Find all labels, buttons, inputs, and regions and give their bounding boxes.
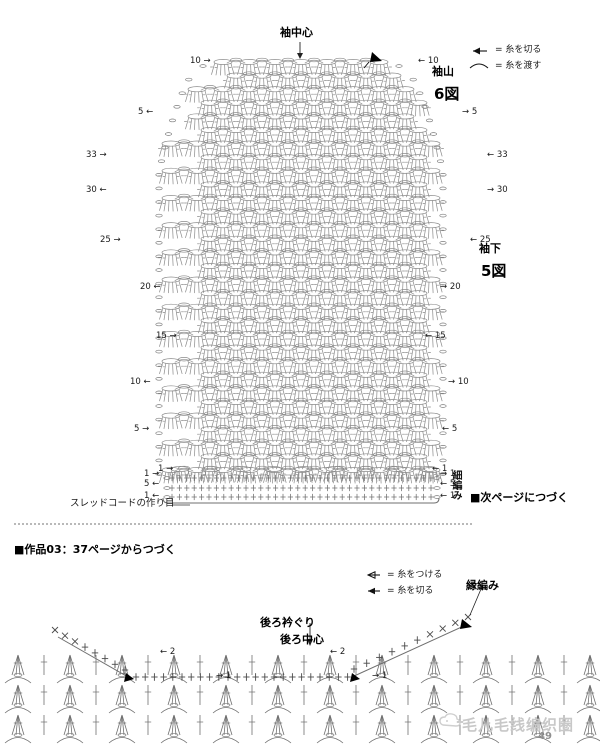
edging-label: 縁編み — [466, 579, 499, 592]
legend-cut-yarn-icon — [473, 47, 487, 55]
row-number-base: 1 → — [144, 469, 160, 479]
neck-legend-cut-text: = 糸を切る — [387, 586, 434, 596]
neckline-row-number: ← 2 — [160, 647, 176, 657]
row-number: 5 → — [134, 424, 150, 434]
row-number: ← 33 — [487, 150, 508, 160]
row-number: 30 ← — [86, 185, 107, 195]
row-number: ← 25 — [470, 235, 491, 245]
row-number-base: 5 ← — [144, 479, 160, 489]
neckline-row-number: ← 2 — [330, 647, 346, 657]
legend-carry-yarn-icon — [469, 63, 489, 69]
neckline-left-slope — [57, 636, 129, 678]
sleeve-center-label: 袖中心 — [280, 26, 313, 39]
sleeve-cap-title: 袖山 — [432, 65, 454, 78]
row-number: → 10 — [448, 377, 469, 387]
legend-cut-yarn-text: = 糸を切る — [495, 45, 542, 55]
neck-legend-attach-yarn-icon — [366, 571, 380, 579]
row-number-base: → 1 — [440, 469, 456, 479]
watermark-text: 毛儿毛线编织圈 — [462, 716, 575, 734]
sleeve-cap-figure: 6図 — [434, 85, 460, 103]
neckline-stitch-body — [4, 613, 600, 744]
neckline-center-label: 後ろ中心 — [280, 633, 324, 646]
row-number: → 5 — [462, 107, 478, 117]
row-number: 33 → — [86, 150, 107, 160]
neck-right-cut-marker — [350, 673, 360, 682]
row-number-base: ← 5 — [440, 479, 456, 489]
neckline-row-number: → 1 — [372, 671, 388, 681]
continue-note: ■次ページにつづく — [470, 491, 569, 504]
row-number-base: ← 1 — [440, 491, 456, 501]
single-crochet-band — [163, 466, 441, 501]
neck-legend-cut-yarn-icon — [368, 587, 380, 595]
row-number-base: 1 ← — [144, 491, 160, 501]
cut-yarn-marker-top — [363, 52, 382, 69]
edging-leader — [469, 588, 482, 616]
row-number: → 20 — [440, 282, 461, 292]
row-number: 20 ← — [140, 282, 161, 292]
row-number: 10 → — [190, 56, 211, 66]
neckline-row-number: → 1 — [216, 671, 232, 681]
page-number: 49 — [538, 731, 552, 742]
neck-cut-yarn-marker — [460, 619, 472, 629]
fan-stitch-body — [155, 57, 447, 484]
row-number: ← 10 — [418, 56, 439, 66]
row-number: 1 → — [158, 464, 174, 474]
neck-left-cut-marker — [124, 673, 134, 682]
sleeve-chart-svg — [155, 42, 489, 506]
sleeve-center-arrow-head — [297, 53, 303, 59]
row-number: ← 15 — [425, 331, 446, 341]
row-number: 25 → — [100, 235, 121, 245]
sleeve-underarm-title: 袖下 — [479, 242, 501, 255]
back-center-arrow-head — [307, 639, 313, 646]
row-number: ← 1 — [432, 464, 448, 474]
neck-legend-attach-text: = 糸をつける — [387, 570, 443, 580]
watermark-logo-icon — [439, 713, 461, 727]
legend-carry-yarn-text: = 糸を渡す — [495, 61, 542, 71]
section-break-title: ■作品03：37ページからつづく — [14, 543, 176, 556]
row-number: 5 ← — [138, 107, 154, 117]
single-crochet-label: 細編み — [450, 470, 461, 500]
neckline-chart-svg — [4, 571, 600, 744]
neckline-title: 後ろ衿ぐり — [260, 616, 315, 629]
sleeve-underarm-figure: 5図 — [481, 262, 507, 280]
neckline-right-slope — [351, 624, 467, 678]
foundation-label: スレッドコードの作り目 — [70, 498, 175, 509]
section-separator — [14, 523, 472, 525]
row-number: 10 ← — [130, 377, 151, 387]
row-number: → 30 — [487, 185, 508, 195]
row-number: ← 5 — [442, 424, 458, 434]
row-number: 15 → — [156, 331, 177, 341]
